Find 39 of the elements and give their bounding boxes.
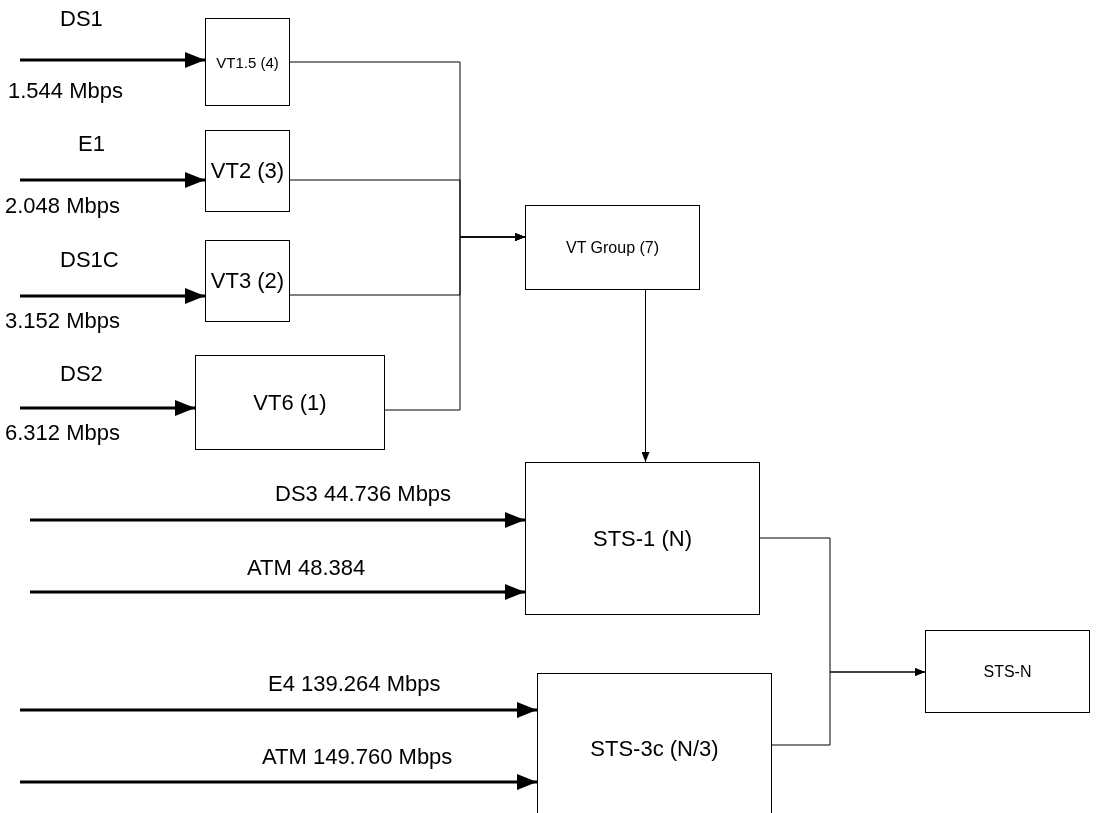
box-label: VT Group (7) <box>565 238 660 257</box>
edge-label: E4 139.264 Mbps <box>268 671 441 697</box>
arrow <box>641 289 650 463</box>
box-label: VT6 (1) <box>253 389 327 416</box>
edge-label: DS3 44.736 Mbps <box>275 481 452 507</box>
rate-label: 2.048 Mbps <box>5 193 120 219</box>
process-box <box>525 462 760 615</box>
arrow <box>20 400 195 416</box>
edge-label: DS2 <box>60 361 103 387</box>
arrow <box>20 52 205 68</box>
process-box <box>205 18 290 106</box>
edge-label: DS1C <box>60 247 119 273</box>
arrow <box>20 774 537 790</box>
process-box <box>195 355 385 450</box>
box-label: VT3 (2) <box>210 268 285 294</box>
edge-label: E1 <box>78 131 105 157</box>
box-label: VT2 (3) <box>210 158 285 184</box>
box-label: VT1.5 (4) <box>216 53 279 71</box>
edge-label: DS1 <box>60 6 103 32</box>
box-label: STS-1 (N) <box>593 525 692 552</box>
rate-label: 6.312 Mbps <box>5 420 120 446</box>
box-label: STS-3c (N/3) <box>590 735 719 762</box>
arrow <box>30 584 525 600</box>
rate-label: 3.152 Mbps <box>5 308 120 334</box>
arrow <box>771 668 926 746</box>
rate-label: 1.544 Mbps <box>8 78 123 104</box>
arrow <box>20 172 205 188</box>
process-box <box>525 205 700 290</box>
box-label: STS-N <box>983 662 1032 681</box>
arrow <box>20 702 537 718</box>
process-box <box>205 130 290 212</box>
edge-label: ATM 149.760 Mbps <box>262 744 453 770</box>
arrow <box>20 288 205 304</box>
arrow <box>384 233 526 411</box>
arrow <box>30 512 525 528</box>
process-box <box>537 673 772 813</box>
edge-label: ATM 48.384 <box>247 555 366 581</box>
process-box <box>205 240 290 322</box>
process-box <box>925 630 1090 713</box>
